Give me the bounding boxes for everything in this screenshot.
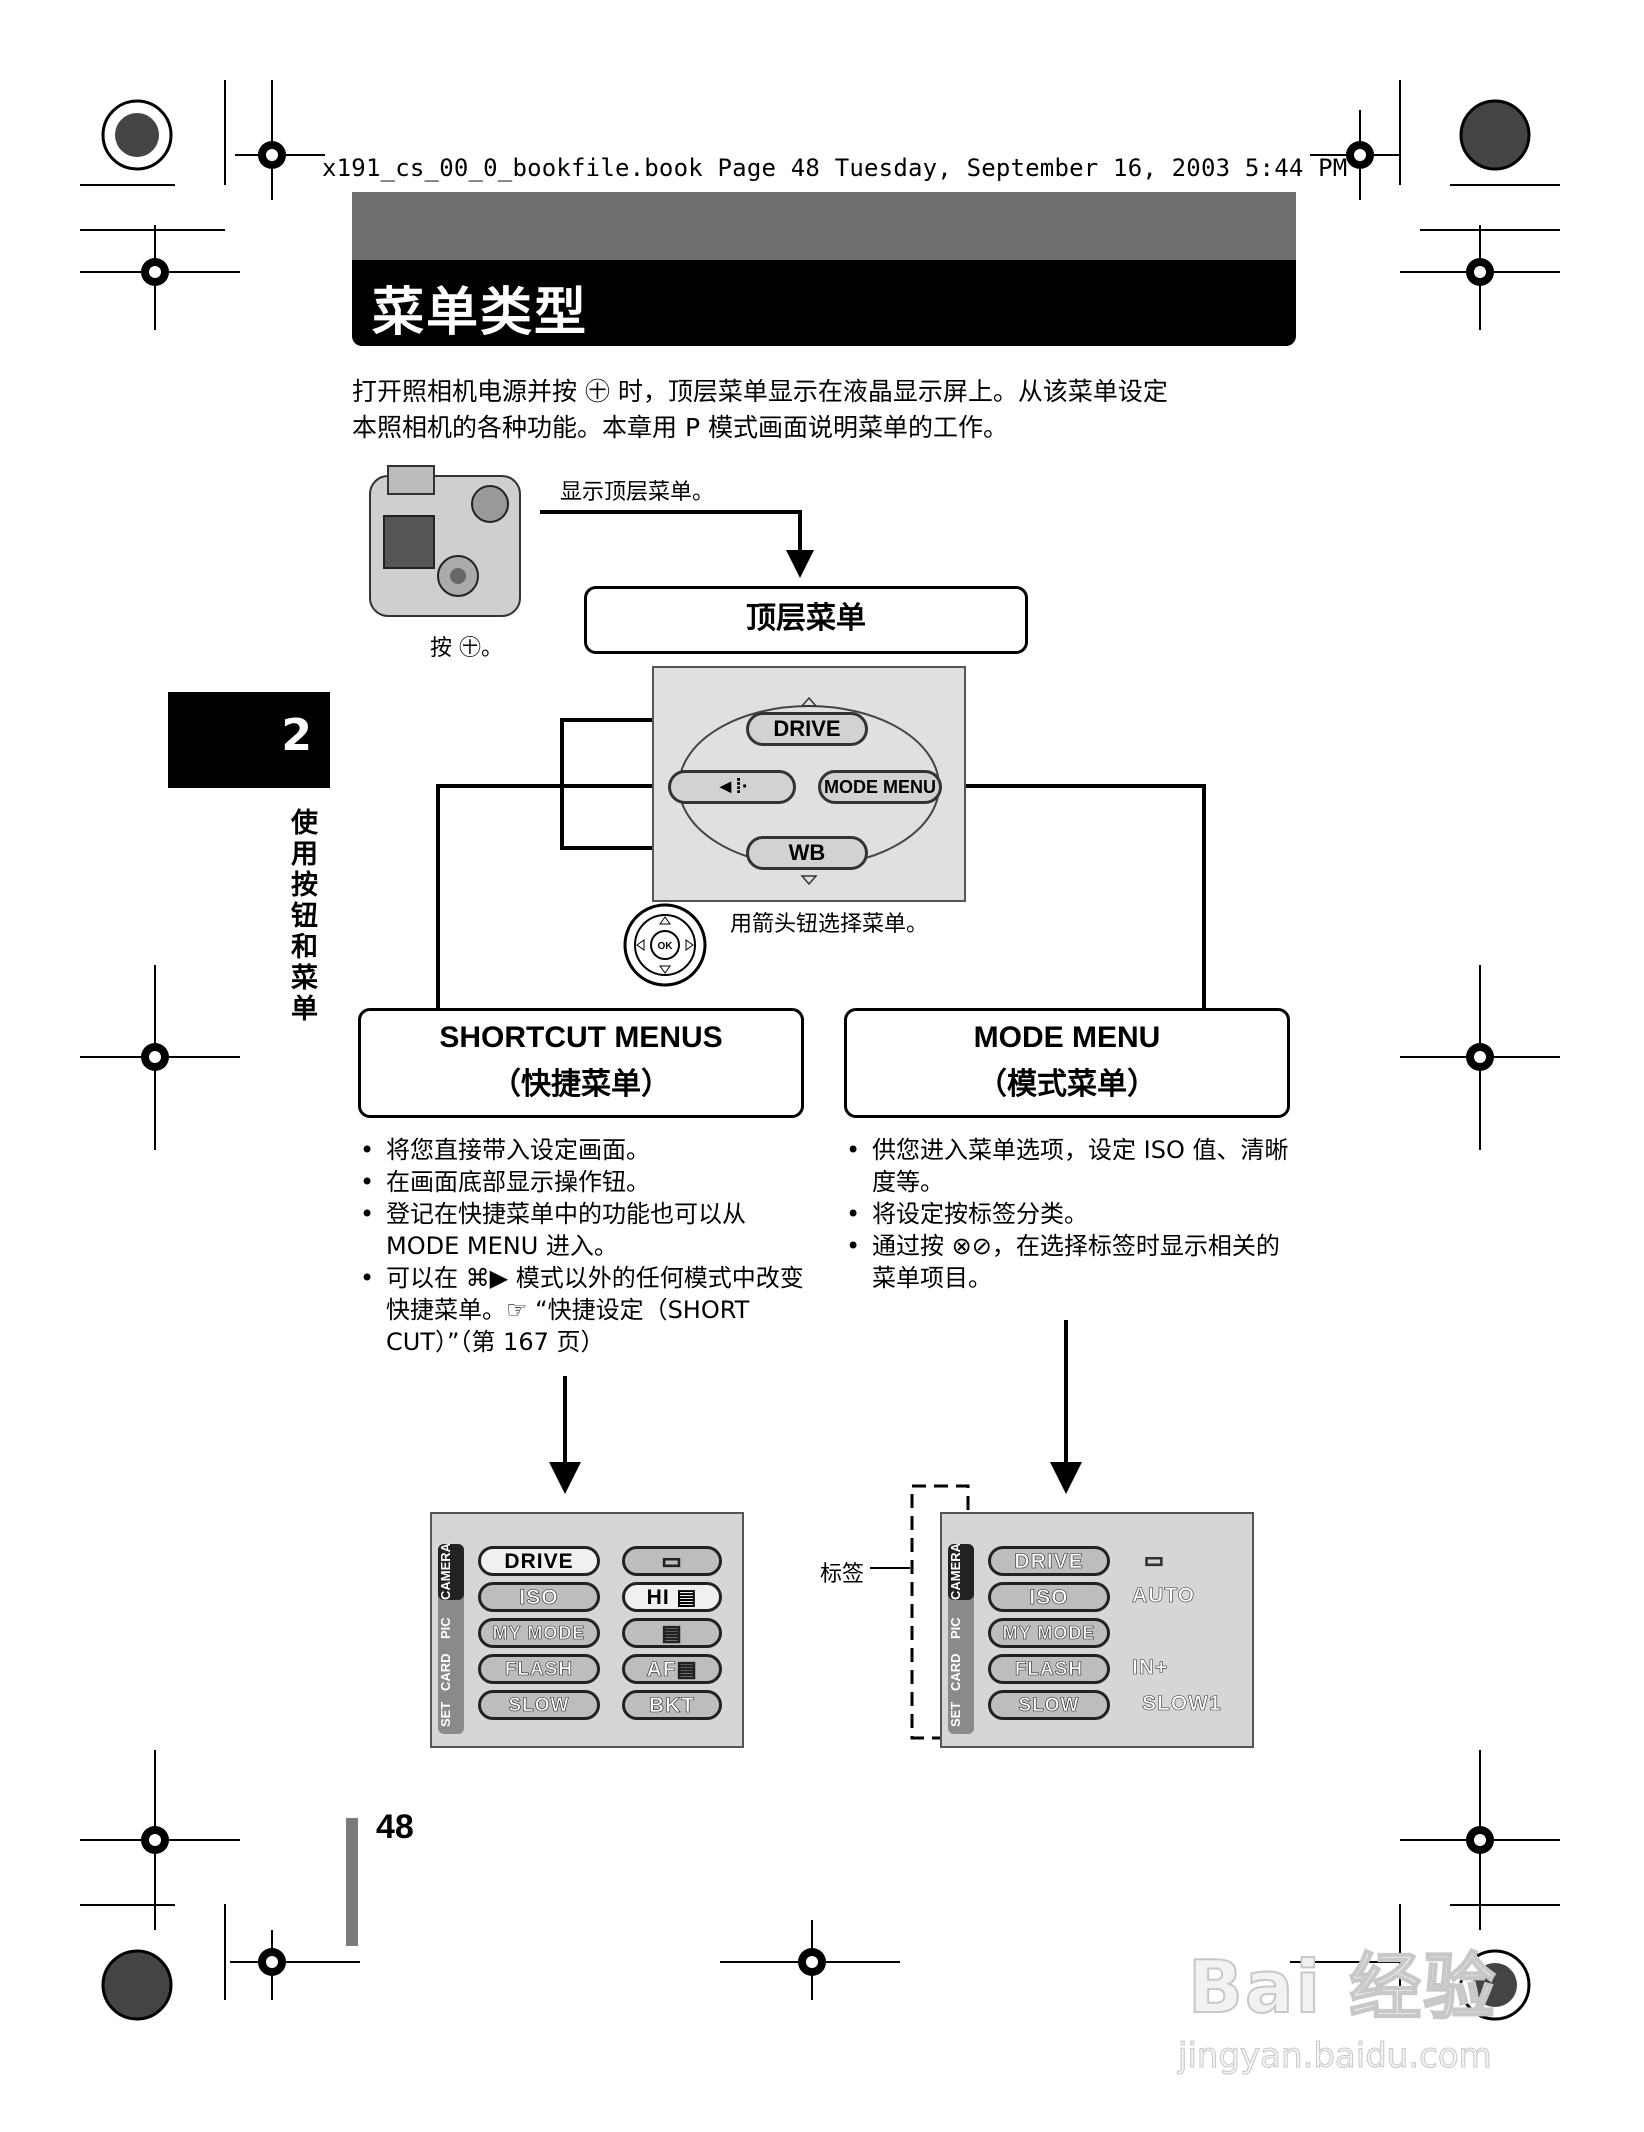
lcd-item-drive[interactable]: DRIVE — [478, 1546, 600, 1576]
lcd-item-iso[interactable]: ISO — [478, 1582, 600, 1612]
tab-pic[interactable]: PIC — [438, 1617, 453, 1639]
list-item: 供您进入菜单选项，设定 ISO 值、清晰度等。 — [842, 1134, 1302, 1198]
tab-camera[interactable]: CAMERA — [438, 1543, 464, 1600]
show-top-menu-label: 显示顶层菜单。 — [560, 480, 715, 505]
lcd-value-iso: AUTO — [1132, 1584, 1196, 1608]
lcd-tab-strip: CAMERA PIC CARD SET — [438, 1543, 464, 1734]
list-item: 将您直接带入设定画面。 — [356, 1134, 816, 1166]
shortcut-menu-button[interactable]: ◄⁞· — [668, 770, 796, 804]
watermark-logo: Bai 经验 — [1187, 1944, 1498, 2030]
chapter-title: 使用按钮和菜单 — [286, 808, 317, 1025]
mode-menu-button[interactable]: MODE MENU — [818, 770, 942, 804]
page-number-bar — [346, 1818, 358, 1946]
intro-line-1: 打开照相机电源并按 ㊉ 时，顶层菜单显示在液晶显示屏上。从该菜单设定 — [352, 377, 1168, 406]
lcd-item-my-mode[interactable]: MY MODE — [478, 1618, 600, 1648]
watermark: Bai 经验 jingyan.baidu.com — [1168, 1928, 1608, 2098]
page-title: 菜单类型 — [372, 283, 589, 343]
wb-menu-button[interactable]: WB — [746, 836, 868, 870]
mode-menu-box: MODE MENU （模式菜单） — [844, 1008, 1290, 1118]
mode-bullet-list: 供您进入菜单选项，设定 ISO 值、清晰度等。 将设定按标签分类。 通过按 ⊗⊘… — [842, 1134, 1302, 1294]
watermark-url: jingyan.baidu.com — [1178, 2036, 1493, 2077]
list-item: 通过按 ⊗⊘，在选择标签时显示相关的菜单项目。 — [842, 1230, 1302, 1294]
tab-card[interactable]: CARD — [438, 1653, 453, 1691]
camera-illustration — [369, 465, 521, 617]
lcd-option-sequential[interactable]: ▤ — [622, 1618, 722, 1648]
svg-text:OK: OK — [658, 941, 674, 952]
lcd-option-bkt[interactable]: BKT — [622, 1690, 722, 1720]
lcd-value-drive: ▭ — [1144, 1549, 1165, 1573]
top-menu-lcd: DRIVE ◄⁞· MODE MENU WB — [652, 666, 966, 902]
lcd-item-slow[interactable]: SLOW — [988, 1690, 1110, 1720]
lcd-option-hi[interactable]: HI ▤ — [622, 1582, 722, 1612]
tab-card[interactable]: CARD — [948, 1653, 963, 1691]
title-bar — [352, 260, 1296, 346]
arrow-select-label: 用箭头钮选择菜单。 — [730, 912, 929, 937]
lcd-option-single[interactable]: ▭ — [622, 1546, 722, 1576]
intro-paragraph: 打开照相机电源并按 ㊉ 时，顶层菜单显示在液晶显示屏上。从该菜单设定 本照相机的… — [352, 374, 1302, 446]
lcd-item-flash[interactable]: FLASH — [988, 1654, 1110, 1684]
lcd-option-af[interactable]: AF▤ — [622, 1654, 722, 1684]
lcd-value-flash: IN+ — [1132, 1656, 1169, 1680]
tab-camera[interactable]: CAMERA — [948, 1543, 974, 1600]
page-number: 48 — [376, 1808, 414, 1846]
lcd-item-flash[interactable]: FLASH — [478, 1654, 600, 1684]
list-item: 登记在快捷菜单中的功能也可以从 MODE MENU 进入。 — [356, 1198, 816, 1262]
lcd-item-my-mode[interactable]: MY MODE — [988, 1618, 1110, 1648]
intro-line-2: 本照相机的各种功能。本章用 P 模式画面说明菜单的工作。 — [352, 413, 1008, 442]
lcd-item-iso[interactable]: ISO — [988, 1582, 1110, 1612]
press-ok-label: 按 ㊉。 — [430, 636, 503, 661]
tab-set[interactable]: SET — [438, 1701, 453, 1727]
list-item: 在画面底部显示操作钮。 — [356, 1166, 816, 1198]
tag-label: 标签 — [820, 1562, 865, 1587]
mode-subtitle: （模式菜单） — [977, 1068, 1157, 1101]
lcd-item-slow[interactable]: SLOW — [478, 1690, 600, 1720]
tab-pic[interactable]: PIC — [948, 1617, 963, 1639]
shortcut-title: SHORTCUT MENUS — [439, 1021, 723, 1054]
lcd-item-drive[interactable]: DRIVE — [988, 1546, 1110, 1576]
shortcut-menus-box: SHORTCUT MENUS （快捷菜单） — [358, 1008, 804, 1118]
lcd-value-slow: SLOW1 — [1142, 1692, 1222, 1716]
shortcut-subtitle: （快捷菜单） — [491, 1068, 671, 1101]
arrow-pad-icon: OK — [623, 903, 707, 987]
top-menu-box: 顶层菜单 — [584, 586, 1028, 654]
mode-title: MODE MENU — [973, 1021, 1161, 1054]
list-item: 可以在 ⌘▶ 模式以外的任何模式中改变快捷菜单。☞ “快捷设定（SHORT CU… — [356, 1262, 816, 1358]
chapter-tab: 2 — [168, 692, 330, 788]
shortcut-bullet-list: 将您直接带入设定画面。 在画面底部显示操作钮。 登记在快捷菜单中的功能也可以从 … — [356, 1134, 816, 1358]
mode-menu-lcd: CAMERA PIC CARD SET DRIVE ISO MY MODE FL… — [940, 1512, 1254, 1748]
shortcut-menu-lcd: CAMERA PIC CARD SET DRIVE ISO MY MODE FL… — [430, 1512, 744, 1748]
file-header-line: x191_cs_00_0_bookfile.book Page 48 Tuesd… — [322, 154, 1348, 182]
title-band — [352, 192, 1296, 260]
drive-menu-button[interactable]: DRIVE — [746, 712, 868, 746]
list-item: 将设定按标签分类。 — [842, 1198, 1302, 1230]
tab-set[interactable]: SET — [948, 1701, 963, 1727]
lcd-tab-strip: CAMERA PIC CARD SET — [948, 1543, 974, 1734]
